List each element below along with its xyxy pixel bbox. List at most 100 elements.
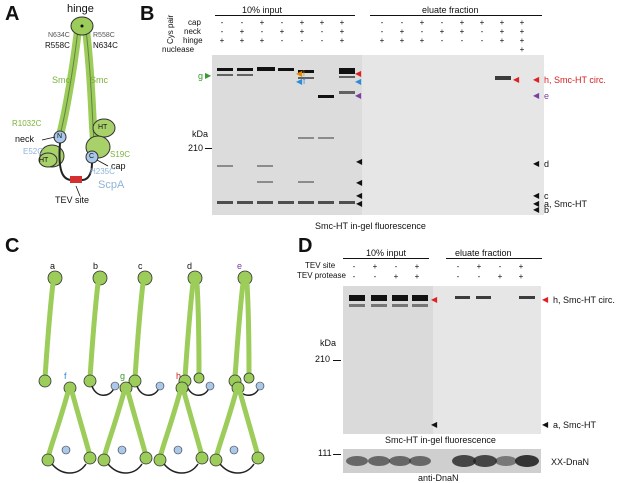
c-scpa-shape [91, 385, 115, 396]
n634c-left-label: N634C [48, 32, 70, 39]
ht-right-label: HT [98, 124, 108, 131]
d-caption: Smc-HT in-gel fluorescence [385, 435, 496, 445]
neck-label: neck [15, 134, 35, 144]
d-gel-bands [343, 286, 535, 434]
c-scpa-cap-shape [205, 381, 215, 391]
c-arm-shape [237, 391, 261, 457]
b-caption: Smc-HT in-gel fluorescence [315, 221, 426, 231]
c-state-label-d: d [187, 261, 193, 271]
b-f-arrow: ◀ [296, 77, 303, 86]
b-sign-cell: + [519, 18, 525, 27]
c-hinge-shape [47, 270, 63, 286]
c-scpa-shape [186, 385, 210, 396]
d-sign-cell: - [352, 272, 356, 281]
d-anti-dnan-label: anti-DnaN [418, 473, 459, 483]
c-arm-shape [232, 282, 246, 379]
d-a-input-arrow: ◀ [431, 420, 438, 429]
b-marker-210: 210 [188, 143, 204, 153]
b-sign-cell: + [339, 36, 345, 45]
h235c-label: H235C [90, 167, 115, 176]
smc-left-label: Smc [52, 75, 70, 85]
b-sign-cell: - [440, 18, 444, 27]
b-sign-cell: + [419, 36, 425, 45]
c-scpa-cap-shape [110, 381, 120, 391]
d-sign-cell: - [352, 262, 356, 271]
b-input-c-arrow: ◀ [356, 191, 363, 200]
b-sign-cell: + [339, 18, 345, 27]
c-terminus-label: C [89, 153, 95, 160]
b-a-label: a, Smc-HT [544, 199, 588, 209]
b-sign-cell: - [260, 27, 264, 36]
c-hinge-shape [92, 270, 108, 286]
b-sign-cell: - [380, 27, 384, 36]
b-sign-cell: + [519, 27, 525, 36]
c-head-shape [251, 451, 265, 465]
hinge-label: hinge [67, 3, 94, 15]
c-arm-shape [87, 282, 101, 379]
b-kda-label: kDa [192, 129, 209, 139]
d-sign-cell: + [518, 262, 524, 271]
b-sign-cell: - [420, 27, 424, 36]
c-scpa-shape [107, 463, 143, 474]
d-sign-cell: + [393, 272, 399, 281]
b-sign-cell: - [280, 18, 284, 27]
panel-label-a: A [5, 3, 20, 25]
d-row-label-tev-protease: TEV protease [297, 271, 346, 280]
b-input-b-arrow: ◀ [356, 178, 363, 187]
b-h-label: h, Smc-HT circ. [544, 75, 606, 85]
b-sign-cell: + [259, 36, 265, 45]
c-head-shape [139, 451, 153, 465]
b-i-arrow: ◀ [296, 69, 303, 78]
c-state-label-e: e [237, 261, 243, 271]
b-row-label-neck: neck [184, 27, 201, 36]
b-sign-cell: - [480, 36, 484, 45]
b-h-input-arrow: ◀ [355, 69, 362, 78]
r1032c-label: R1032C [12, 119, 42, 128]
tev-site-label: TEV site [55, 195, 90, 205]
c-scpa-cap-shape [255, 381, 265, 391]
b-input-header: 10% input [242, 5, 283, 15]
c-state-label-c: c [138, 261, 143, 271]
b-sign-cell: - [280, 36, 284, 45]
b-sign-cell: + [399, 36, 405, 45]
b-sign-cell: + [479, 18, 485, 27]
c-scpa-cap-shape [155, 381, 165, 391]
d-input-header: 10% input [366, 248, 407, 258]
b-sign-cell: - [460, 36, 464, 45]
c-scpa-cap-shape [61, 445, 71, 455]
d-sign-cell: + [476, 262, 482, 271]
b-sign-cell: - [400, 18, 404, 27]
d-sign-cell: - [456, 262, 460, 271]
b-gel-bands [212, 55, 511, 215]
b-e-input-arrow: ◀ [355, 91, 362, 100]
c-arm-shape [42, 282, 56, 379]
b-sign-cell: + [239, 27, 245, 36]
b-input-a-arrow: ◀ [356, 199, 363, 208]
d-sign-cell: + [372, 262, 378, 271]
c-head-shape [83, 374, 97, 388]
c-state-label-a: a [50, 261, 56, 271]
c-head-shape [97, 453, 111, 467]
b-g-arrow: ▶ [205, 71, 212, 80]
b-row-label-nuclease: nuclease [162, 45, 195, 54]
c-hinge-shape [137, 270, 153, 286]
c-hinge-shape [187, 270, 203, 286]
b-sign-cell: + [399, 27, 405, 36]
b-g-label: g [198, 71, 204, 81]
b-sign-cell: + [499, 36, 505, 45]
c-head-shape [193, 372, 205, 384]
d-marker-tick-111 [333, 454, 341, 455]
b-sign-cell: + [219, 36, 225, 45]
c-scpa-cap-shape [173, 445, 183, 455]
b-sign-cell: + [379, 36, 385, 45]
smc-schematic [38, 16, 116, 197]
c-hinge-shape [237, 270, 253, 286]
panel-label-c: C [5, 235, 20, 257]
b-f-label: f [303, 77, 306, 86]
b-sign-cell: + [459, 27, 465, 36]
b-sign-cell: + [259, 18, 265, 27]
c-arm-shape [182, 282, 196, 379]
b-b-arrow: ◀ [533, 205, 540, 214]
b-sign-cell: - [220, 18, 224, 27]
d-blot-bands [346, 455, 539, 467]
